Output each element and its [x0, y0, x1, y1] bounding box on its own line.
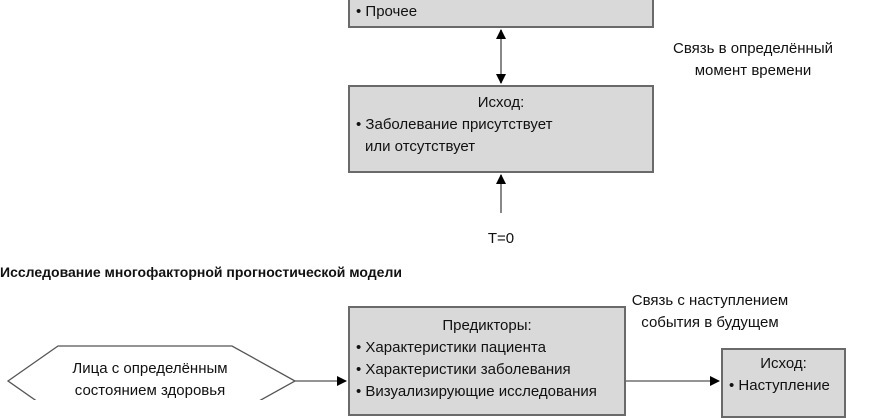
predictor-item-text: Прочее — [365, 3, 418, 20]
predictor-item: • Характеристики заболевания — [356, 361, 571, 378]
outcome-item: • Наступление — [729, 377, 830, 394]
population-label: Лица с определённым состоянием здоровья — [40, 358, 260, 402]
bottom-outcome-box: Исход: • Наступление — [721, 348, 846, 418]
predictor-item: • Визуализирующие исследования — [356, 383, 597, 400]
outcome-title: Исход: — [760, 355, 807, 372]
predictors-title: Предикторы: — [442, 317, 532, 334]
predictor-item-text: Характеристики пациента — [365, 339, 546, 356]
bottom-relation-note-line: Связь с наступлением — [631, 292, 789, 309]
bottom-relation-note-line: события в будущем — [641, 314, 779, 331]
top-relation-note-line: момент времени — [694, 62, 812, 79]
top-relation-note-line: Связь в определённый — [673, 40, 833, 57]
top-outcome-box: Исход: • Заболевание присутствует или от… — [348, 85, 654, 173]
predictor-item: • Прочее — [356, 3, 418, 20]
outcome-item-continuation: или отсутствует — [365, 138, 476, 155]
outcome-item: • Заболевание присутствует — [356, 116, 553, 133]
outcome-title: Исход: — [477, 94, 525, 111]
predictor-item-text: Характеристики заболевания — [365, 361, 571, 378]
time-label: T=0 — [487, 230, 515, 247]
top-predictors-box: • Прочее — [348, 0, 654, 28]
predictor-item: • Характеристики пациента — [356, 339, 546, 356]
population-label-line: Лица с определённым — [72, 360, 228, 377]
connectors-layer — [6, 29, 720, 400]
section-title: Исследование многофакторной прогностичес… — [0, 264, 402, 280]
population-label-line: состоянием здоровья — [74, 382, 226, 399]
outcome-item-text: Заболевание присутствует — [365, 116, 553, 133]
outcome-item-text: Наступление — [738, 377, 830, 394]
top-relation-note: Связь в определённый момент времени — [668, 38, 838, 82]
predictor-item-text: Визуализирующие исследования — [365, 383, 597, 400]
bottom-relation-note: Связь с наступлением события в будущем — [630, 290, 790, 334]
